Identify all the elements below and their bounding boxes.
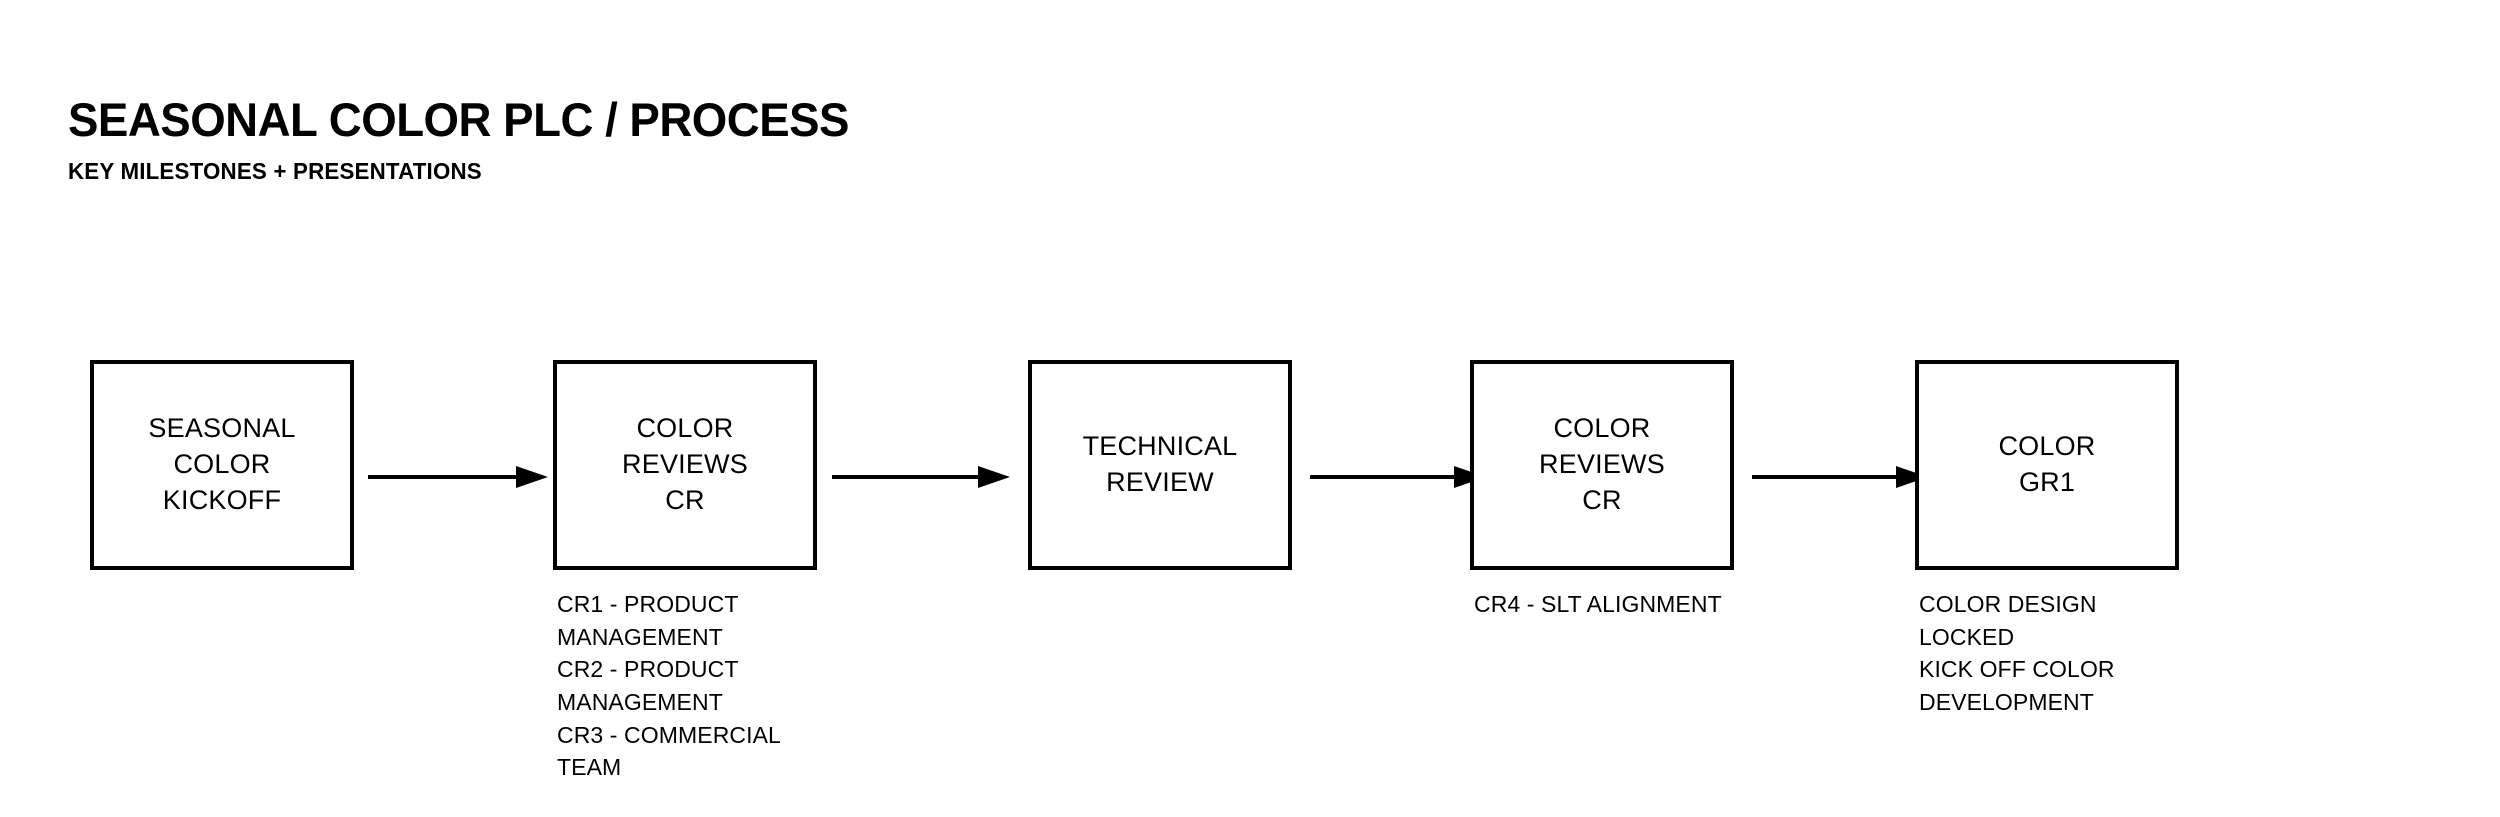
- flow-stage-color-reviews-cr-1[interactable]: COLOR REVIEWS CR CR1 - PRODUCT MANAGEMEN…: [553, 360, 817, 780]
- stage-caption: COLOR DESIGN LOCKED KICK OFF COLOR DEVEL…: [1919, 591, 2115, 715]
- arrow-1-icon: [368, 466, 548, 488]
- arrow-4-icon: [1752, 466, 1928, 488]
- stage-box[interactable]: COLOR GR1: [1915, 360, 2179, 570]
- stage-box-label: TECHNICAL REVIEW: [1082, 431, 1238, 497]
- arrow-2-icon: [832, 466, 1010, 488]
- flow-stage-seasonal-color-kickoff[interactable]: SEASONAL COLOR KICKOFF: [90, 360, 354, 570]
- stage-caption: CR4 - SLT ALIGNMENT: [1474, 591, 1722, 617]
- stage-box-label: COLOR REVIEWS CR: [622, 413, 748, 515]
- stage-box-label: COLOR REVIEWS CR: [1539, 413, 1665, 515]
- page-subtitle: KEY MILESTONES + PRESENTATIONS: [68, 158, 482, 184]
- flow-stage-color-reviews-cr-2[interactable]: COLOR REVIEWS CR CR4 - SLT ALIGNMENT: [1470, 360, 1734, 617]
- arrow-3-icon: [1310, 466, 1486, 488]
- stage-box[interactable]: COLOR REVIEWS CR: [1470, 360, 1734, 570]
- stage-box[interactable]: COLOR REVIEWS CR: [553, 360, 817, 570]
- stage-box-label: SEASONAL COLOR KICKOFF: [148, 413, 296, 515]
- stage-caption: CR1 - PRODUCT MANAGEMENT CR2 - PRODUCT M…: [557, 591, 781, 781]
- page-title: SEASONAL COLOR PLC / PROCESS: [68, 93, 849, 146]
- stage-box[interactable]: SEASONAL COLOR KICKOFF: [90, 360, 354, 570]
- stage-box-label: COLOR GR1: [1998, 431, 2096, 497]
- flow-stage-technical-review[interactable]: TECHNICAL REVIEW: [1028, 360, 1292, 570]
- page-header: SEASONAL COLOR PLC / PROCESS KEY MILESTO…: [68, 96, 873, 183]
- stage-box[interactable]: TECHNICAL REVIEW: [1028, 360, 1292, 570]
- flow-stage-color-gr1[interactable]: COLOR GR1 COLOR DESIGN LOCKED KICK OFF C…: [1915, 360, 2179, 715]
